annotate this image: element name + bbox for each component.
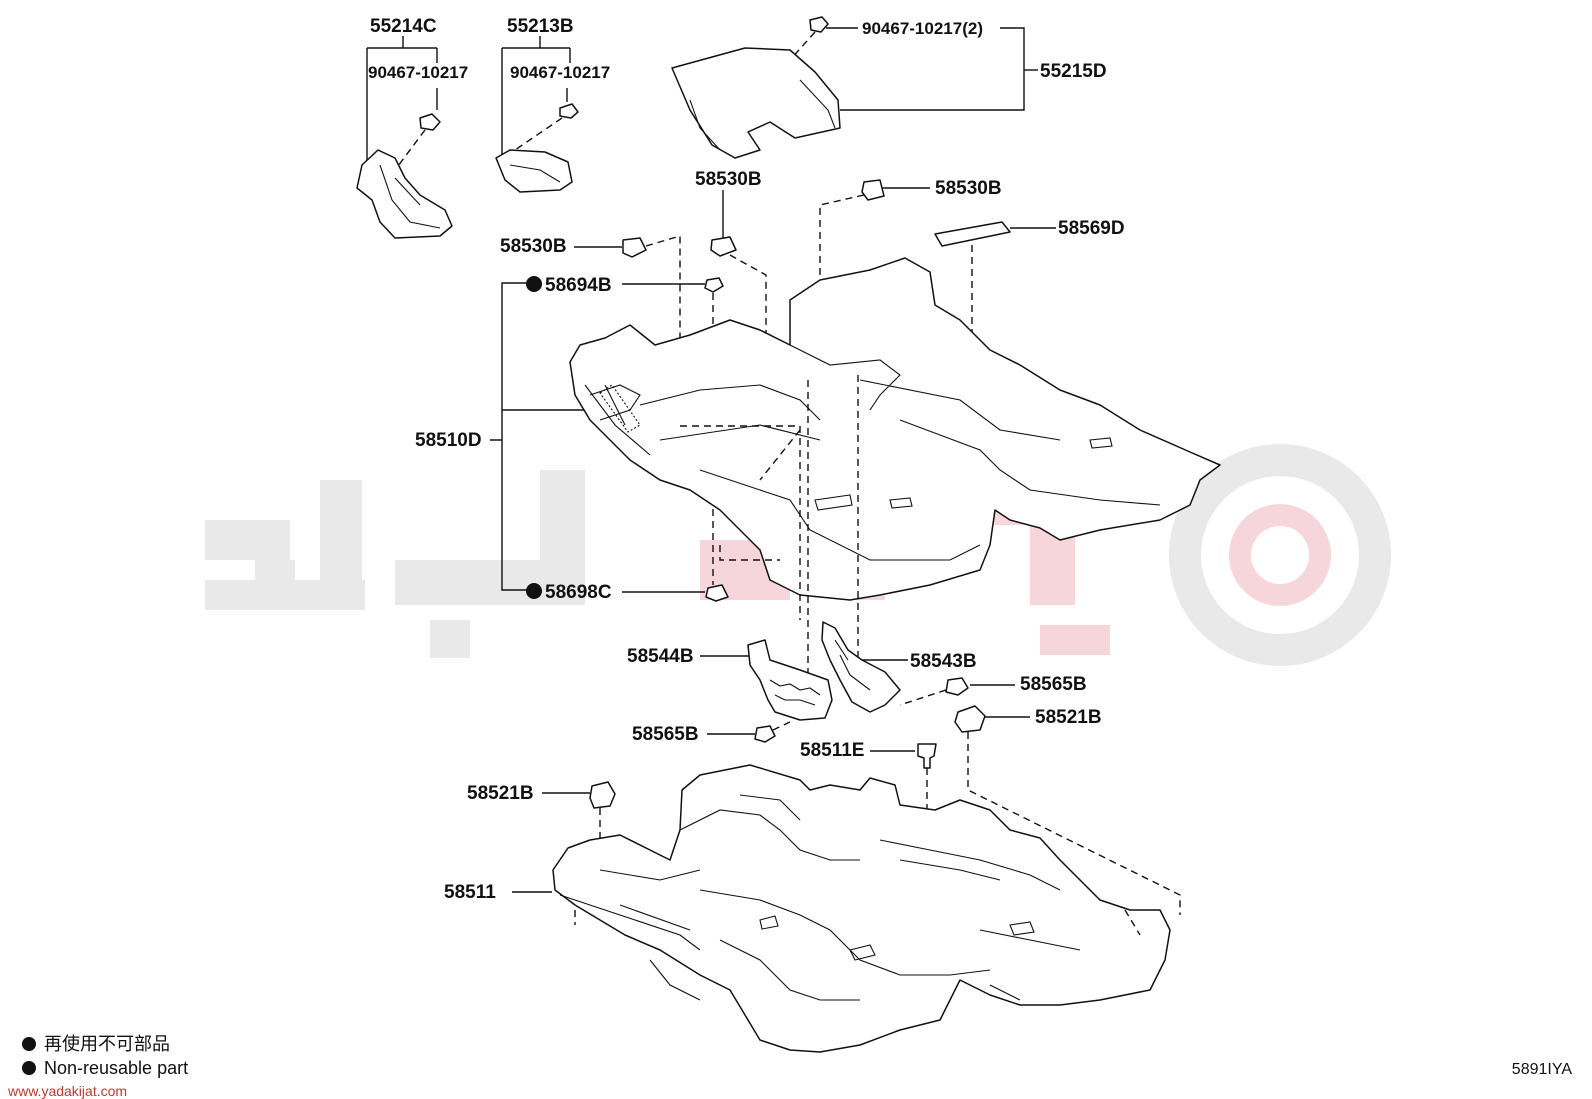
label-58530B-b: 58530B (935, 178, 1002, 199)
part-58511-carpet (552, 764, 1171, 1053)
legend-text-en: Non-reusable part (44, 1058, 189, 1078)
clip-58521B-a (954, 705, 986, 733)
part-58510D-carpet (569, 257, 1221, 601)
screw-58530B-c (622, 237, 647, 258)
label-55214C: 55214C (370, 16, 437, 37)
legend-english: Non-reusable part (22, 1058, 188, 1079)
legend-dot-icon (22, 1037, 36, 1051)
non-reusable-dot-58698C (526, 583, 542, 599)
label-58544B: 58544B (627, 646, 694, 667)
clip-90467-b (559, 103, 579, 119)
label-58530B-a: 58530B (695, 169, 762, 190)
site-url[interactable]: www.yadakijat.com (8, 1083, 128, 1099)
part-55214C-group: 55214C 90467-10217 (356, 16, 468, 239)
screw-58530B-b (861, 179, 885, 201)
part-55215D (671, 47, 841, 159)
clip-58511E (917, 743, 937, 769)
label-58511E: 58511E (800, 740, 864, 761)
label-90467-a: 90467-10217 (368, 63, 468, 82)
label-58511: 58511 (444, 882, 496, 903)
label-90467-b: 90467-10217 (510, 63, 610, 82)
label-55213B: 55213B (507, 16, 574, 37)
legend-japanese: 再使用不可部品 (22, 1030, 170, 1056)
legend-dot-icon (22, 1061, 36, 1075)
non-reusable-dot-58694B (526, 276, 542, 292)
part-55213B (495, 149, 573, 193)
clip-90467-c (809, 16, 829, 33)
label-58530B-c: 58530B (500, 236, 567, 257)
label-58694B: 58694B (545, 275, 612, 296)
part-55213B-group: 55213B 90467-10217 (495, 16, 610, 193)
label-58698C: 58698C (545, 582, 612, 603)
clip-58521B-b (589, 781, 616, 809)
part-55215D-group: 90467-10217(2) 55215D (671, 16, 1107, 159)
label-58569D: 58569D (1058, 218, 1125, 239)
part-58569D (934, 221, 1011, 247)
legend-text-ja: 再使用不可部品 (44, 1034, 170, 1054)
clip-58565B-b (754, 725, 776, 743)
label-55215D: 55215D (1040, 61, 1107, 82)
screw-58530B-a (710, 236, 737, 257)
clip-90467-a (419, 113, 441, 131)
clip-58565B-a (945, 677, 969, 696)
part-58544B (747, 639, 833, 721)
label-90467-c: 90467-10217(2) (862, 19, 983, 38)
label-58543B: 58543B (910, 651, 977, 672)
diagram-code: 5891IYA (1511, 1061, 1572, 1078)
label-58521B-a: 58521B (1035, 707, 1102, 728)
label-58510D: 58510D (415, 430, 482, 451)
label-58521B-b: 58521B (467, 783, 534, 804)
part-58543B (821, 621, 901, 713)
clip-58698C (705, 584, 729, 602)
label-58565B-b: 58565B (632, 724, 699, 745)
grommet-58694B (704, 277, 724, 293)
part-55214C (356, 149, 453, 239)
label-58565B-a: 58565B (1020, 674, 1087, 695)
